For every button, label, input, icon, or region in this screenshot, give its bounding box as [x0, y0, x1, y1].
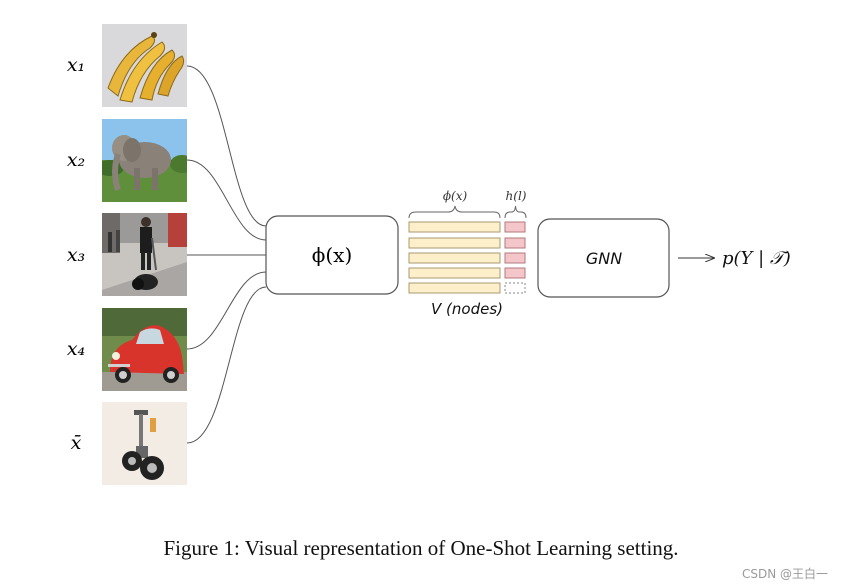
feature-bar-3 — [408, 252, 501, 264]
h-brace — [504, 205, 527, 219]
embedding-box — [265, 215, 399, 295]
connector-4 — [186, 271, 267, 350]
label-cell-4 — [504, 267, 526, 279]
elephant-image — [102, 119, 187, 202]
connector-1 — [186, 65, 267, 227]
gnn-box — [537, 218, 670, 298]
label-cell-3 — [504, 252, 526, 264]
input-label-query: x̄ — [71, 432, 82, 454]
label-cell-2 — [504, 237, 526, 249]
input-label-4: x₄ — [67, 338, 85, 360]
phi-brace — [408, 205, 501, 219]
input-label-3: x₃ — [67, 244, 85, 266]
nodes-caption: V (nodes) — [431, 300, 503, 318]
watermark: CSDN @王白一 — [741, 567, 828, 581]
segway-image — [102, 402, 187, 485]
label-cell-1 — [504, 221, 526, 233]
label-cell-empty — [504, 282, 526, 294]
embedding-box-label: ϕ(x) — [312, 243, 353, 267]
bananas-image — [102, 24, 187, 107]
feature-bars — [408, 221, 501, 294]
feature-bar-2 — [408, 237, 501, 249]
figure-caption: Figure 1: Visual representation of One-S… — [163, 536, 679, 560]
connector-5 — [186, 286, 267, 444]
label-cells — [504, 221, 526, 294]
output-label: p(Y | 𝒯) — [722, 248, 791, 269]
red-beetle-car-image — [102, 308, 187, 391]
connector-2 — [186, 159, 267, 241]
input-label-2: x₂ — [67, 149, 85, 171]
feature-bar-4 — [408, 267, 501, 279]
input-label-1: x₁ — [67, 54, 85, 76]
gnn-box-label: GNN — [586, 249, 622, 268]
feature-bar-1 — [408, 221, 501, 233]
segway-rider-image — [102, 213, 187, 296]
h-brace-label: h(l) — [506, 189, 527, 203]
phi-brace-label: ϕ(x) — [443, 189, 468, 203]
feature-bar-5 — [408, 282, 501, 294]
